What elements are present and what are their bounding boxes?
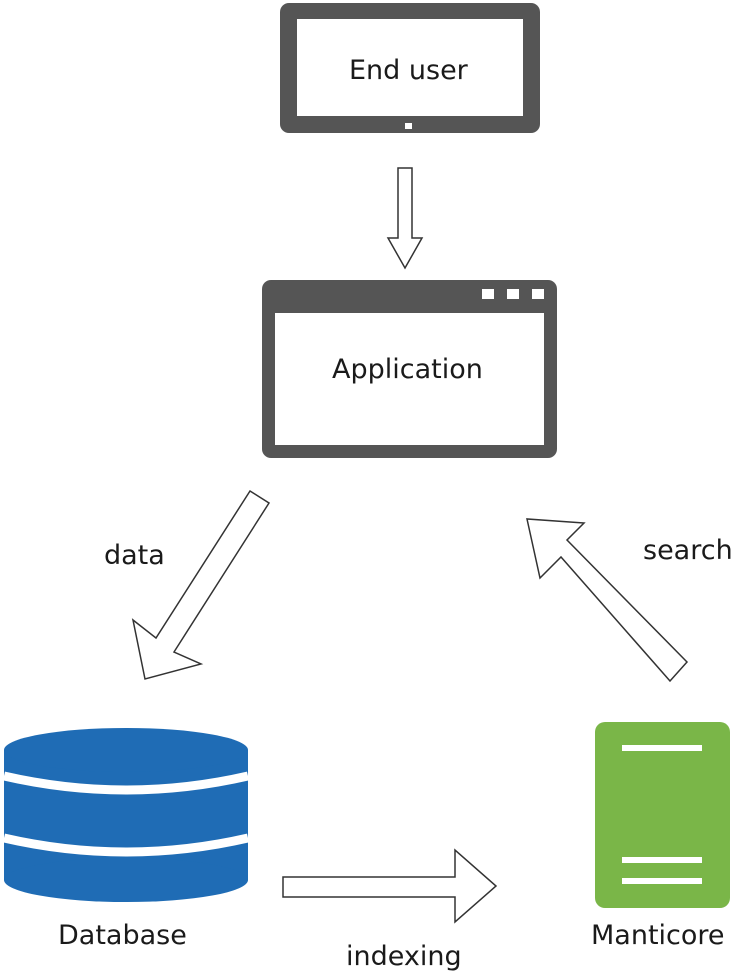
data-edge-label: data <box>104 540 165 571</box>
tablet-icon <box>280 3 540 133</box>
end-user-label: End user <box>349 55 468 86</box>
browser-window-icon <box>262 280 557 458</box>
database-label: Database <box>58 920 187 951</box>
arrow-user-to-app <box>386 167 424 270</box>
arrow-database-to-manticore <box>282 848 498 924</box>
application-label: Application <box>332 354 483 385</box>
search-edge-label: search <box>643 535 733 566</box>
arrow-manticore-to-app <box>526 518 689 683</box>
manticore-label: Manticore <box>591 920 725 951</box>
database-icon <box>2 728 250 902</box>
arrow-app-to-database <box>131 489 271 680</box>
indexing-edge-label: indexing <box>346 941 462 972</box>
server-icon <box>595 722 730 908</box>
